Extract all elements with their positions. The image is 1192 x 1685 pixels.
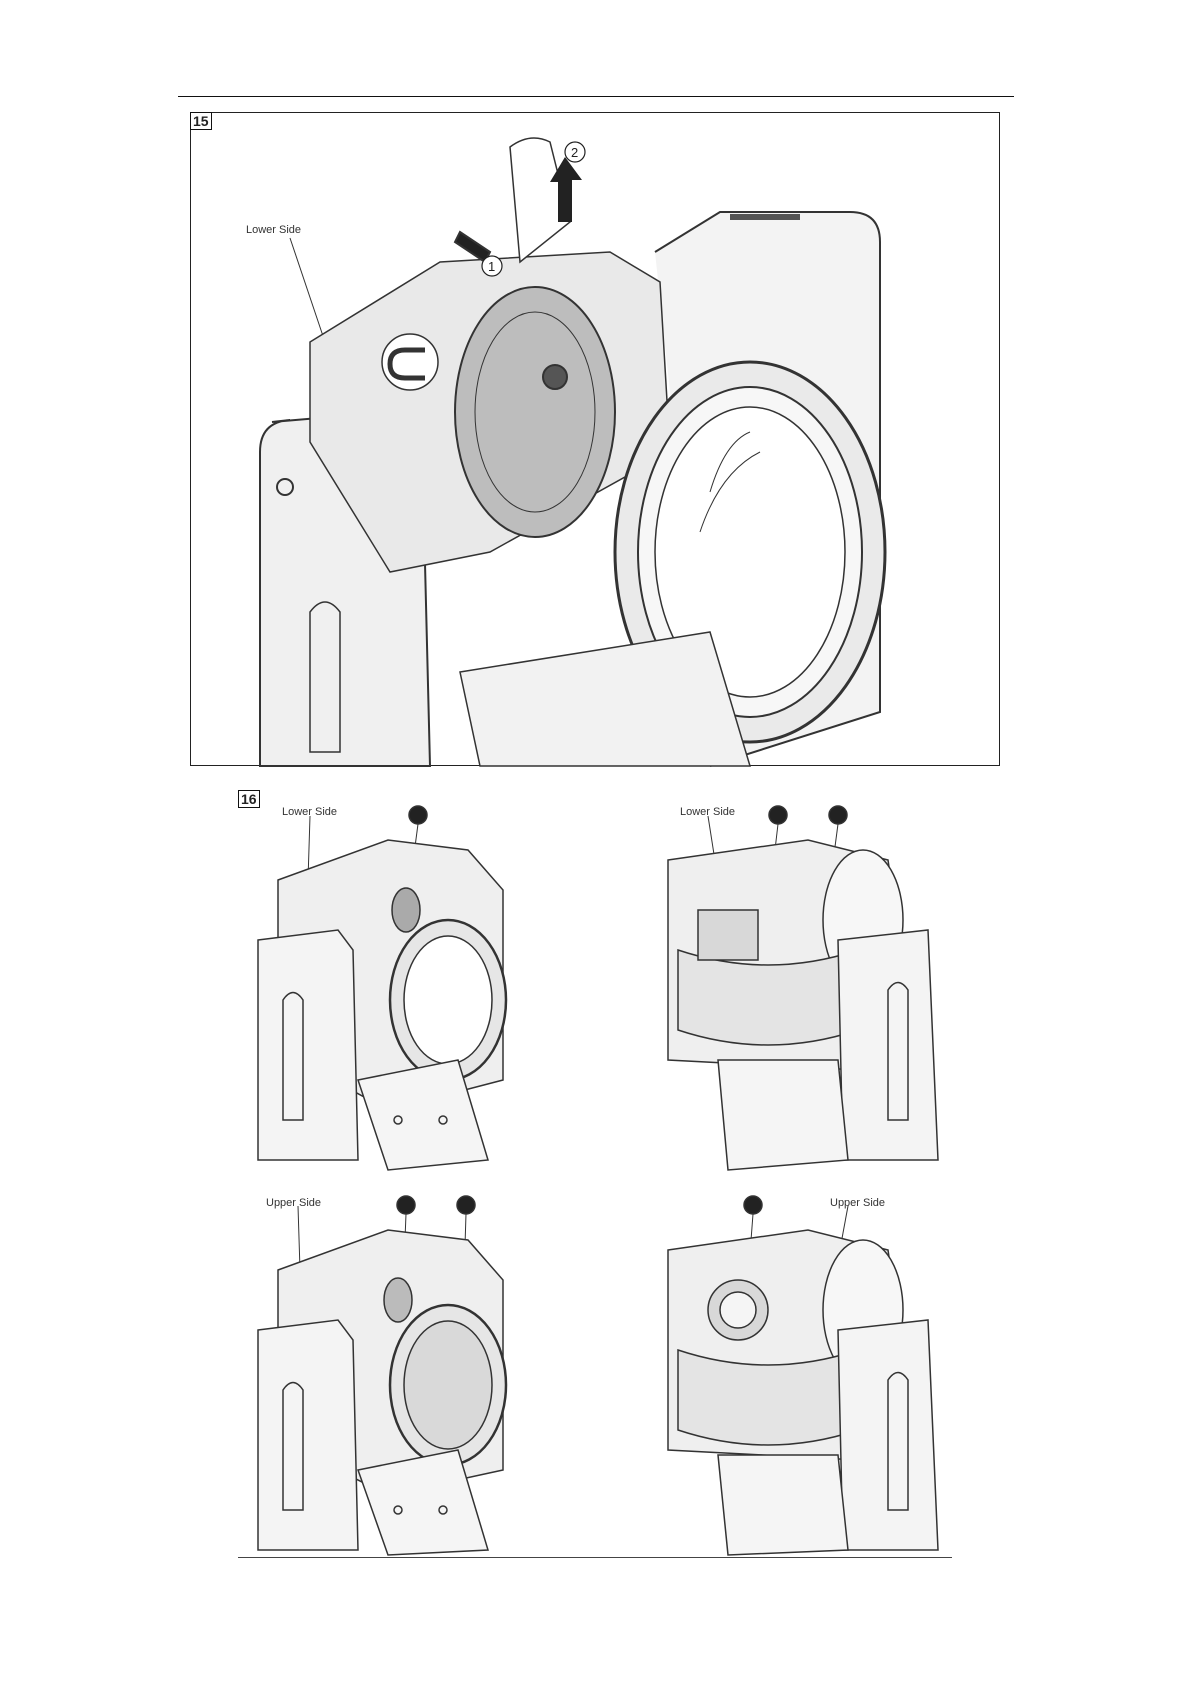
header-rule (178, 96, 1014, 97)
view-2-illustration (608, 800, 953, 1170)
step-2-marker: 2 (571, 145, 578, 160)
view-3-illustration (238, 1190, 588, 1555)
figure-15-illustration: 1 2 (190, 112, 1000, 766)
view-4-illustration (608, 1190, 953, 1555)
step-1-marker: 1 (488, 259, 495, 274)
view-1-illustration (238, 800, 588, 1170)
footer-rule (238, 1557, 952, 1558)
